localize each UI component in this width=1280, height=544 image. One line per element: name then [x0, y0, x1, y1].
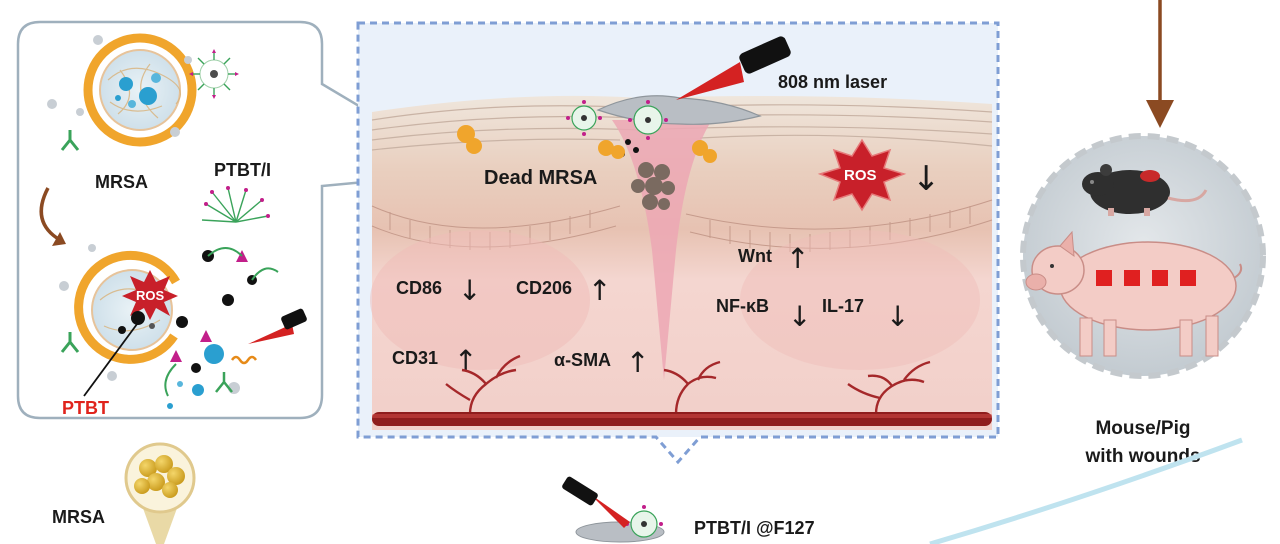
svg-text:↓: ↓ [886, 300, 909, 333]
capillaries [445, 354, 931, 415]
orange-bacteria [457, 125, 717, 163]
cd31-marker: CD31 ↑ [392, 344, 477, 377]
ros-down-arrow: ↓ [912, 159, 941, 199]
released-contents [164, 247, 279, 409]
cd86-marker: CD86 ↓ [396, 274, 481, 307]
svg-text:CD86: CD86 [396, 278, 442, 298]
cd206-marker: CD206 ↑ [516, 274, 611, 307]
svg-text:NF-κB: NF-κB [716, 296, 769, 316]
mrsa-cell-label: MRSA [95, 172, 148, 192]
model-label-line1: Mouse/Pig [1095, 418, 1190, 439]
svg-text:↑: ↑ [454, 344, 477, 377]
model-label-line2: with wounds [1084, 446, 1200, 467]
mrsa-cell-intact [47, 33, 197, 151]
svg-text:IL-17: IL-17 [822, 296, 864, 316]
ros-label: ROS [844, 167, 877, 184]
ptbt-i-nanoparticle [189, 49, 239, 99]
mrsa-colony-label: MRSA [52, 507, 105, 527]
mouse-icon [1082, 164, 1208, 216]
laser-label: 808 nm laser [778, 72, 887, 92]
pig-icon [1025, 230, 1243, 357]
laser-icon-small [248, 308, 307, 344]
ros-burst [817, 138, 907, 212]
svg-text:↓: ↓ [788, 300, 811, 333]
formulation-label: PTBT/I @F127 [694, 518, 815, 538]
center-skin-panel: ROS ↓ 808 nm laser Dead MRSA CD86 ↓ CD20… [356, 21, 1000, 465]
svg-text:α-SMA: α-SMA [554, 350, 611, 370]
right-animal-panel: Mouse/Pig with wounds [929, 0, 1266, 544]
pig-wound-marks [1096, 270, 1196, 286]
il17-marker: IL-17 ↓ [822, 296, 909, 333]
ptbt-pointer [83, 319, 141, 397]
dead-mrsa-label: Dead MRSA [484, 167, 597, 189]
svg-text:Wnt: Wnt [738, 246, 772, 266]
blood-vessel [372, 412, 992, 426]
svg-text:↓: ↓ [458, 274, 481, 307]
svg-text:↑: ↑ [588, 274, 611, 307]
asma-marker: α-SMA ↑ [554, 346, 649, 379]
center-dashed-frame [356, 21, 1000, 465]
mrsa-cell-ruptured: ROS [59, 244, 180, 381]
laser-device [676, 36, 791, 100]
dead-mrsa-cluster [631, 162, 675, 210]
gel-nanoparticles [566, 100, 668, 140]
nfkb-marker: NF-κB ↓ [716, 296, 811, 333]
ros-burst-small [122, 270, 178, 320]
ptbt-i-dispersing [201, 186, 270, 223]
return-curve [929, 437, 1243, 544]
formulation-icon [562, 476, 665, 543]
svg-text:↑: ↑ [786, 242, 809, 275]
process-arrow [39, 187, 61, 242]
wound-cleft [612, 120, 712, 380]
ptbt-i-label: PTBT/I [214, 160, 271, 180]
down-arrow-head [1146, 100, 1174, 128]
mrsa-colony [124, 442, 196, 544]
ptbt-label: PTBT [62, 398, 109, 418]
ros-small-label: ROS [136, 288, 165, 303]
svg-text:CD31: CD31 [392, 348, 438, 368]
svg-text:↑: ↑ [626, 346, 649, 379]
svg-text:CD206: CD206 [516, 278, 572, 298]
wnt-marker: Wnt ↑ [738, 242, 809, 275]
